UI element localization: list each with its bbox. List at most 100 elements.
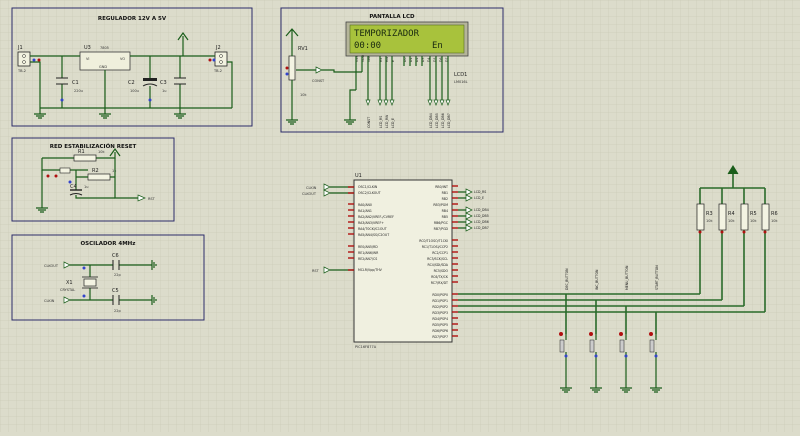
rv1-potentiometer[interactable] [288,55,296,81]
j1-label: J1 [17,45,23,51]
x1-type: CRYSTAL [60,288,75,292]
r3-resistor[interactable] [696,203,705,231]
c4-label: C4 [70,184,77,190]
svg-text:RD1/PSP1: RD1/PSP1 [432,299,448,303]
svg-text:RD2/PSP2: RD2/PSP2 [432,305,448,309]
u1-part: PIC16F877A [355,345,377,349]
svg-text:RD7/PSP7: RD7/PSP7 [432,335,448,339]
r6-resistor[interactable] [761,203,770,231]
lcd1-label: LCD1 [454,72,467,78]
c2-label: C2 [128,80,135,86]
u3-gnd: GND [99,65,107,69]
u3-vi: VI [86,57,89,61]
r3-value: 10k [706,219,713,223]
u1-chip[interactable] [353,179,453,343]
regulator-section: REGULADOR 12V A 5V J1 TB-2 U3 7805 VI VO… [11,7,253,127]
lcd-section: PANTALLA LCD TEMPORIZADOR 00:00 En LCD1 … [280,7,504,133]
x1-crystal[interactable] [83,278,97,287]
button-start[interactable] [649,332,662,393]
svg-text:RB5: RB5 [442,215,448,219]
svg-text:D2: D2 [415,58,419,62]
r5-label: R5 [750,211,757,217]
net-inc-button: INC_BUTTON [595,269,599,290]
svg-text:RC5/SDO: RC5/SDO [434,269,449,273]
svg-text:RC7/RX/DT: RC7/RX/DT [431,281,448,285]
svg-text:RB6/PGC: RB6/PGC [434,221,449,225]
lcd1-part: LM016L [454,80,468,84]
net-dec-button: DEC_BUTTON [565,268,569,290]
c1-label: C1 [72,80,79,86]
c2-capacitor[interactable] [143,78,157,81]
r4-label: R4 [728,211,735,217]
j2-connector[interactable] [214,51,228,67]
svg-text:RC0/T1OSO/T1CKI: RC0/T1OSO/T1CKI [419,239,448,243]
r2-resistor[interactable] [87,173,111,181]
svg-text:RD4/PSP4: RD4/PSP4 [432,317,448,321]
svg-text:RD6/PSP6: RD6/PSP6 [432,329,448,333]
u1-label: U1 [355,173,362,179]
net-lcd-e: LCD_E [391,118,395,128]
svg-text:VEE: VEE [367,56,371,62]
r4-value: 10k [728,219,735,223]
lcd-line2-right: En [432,41,443,51]
j1-connector[interactable] [17,51,31,67]
mcu-net-db4: LCD_DB4 [474,208,489,212]
svg-text:RA2/AN2/VREF-/CVREF: RA2/AN2/VREF-/CVREF [358,215,394,219]
button-dec[interactable] [559,332,572,393]
c5-label: C5 [112,288,119,294]
mcu-net-db7: LCD_DB7 [474,226,489,230]
c1-value: 220u [74,89,83,93]
svg-text:VDD: VDD [361,54,365,62]
svg-text:MCLR/Vpp/THV: MCLR/Vpp/THV [358,268,383,272]
svg-text:RC1/T1OSI/CCP2: RC1/T1OSI/CCP2 [422,245,448,249]
mcu-clkout-net: CLKOUT [302,192,317,196]
svg-text:RA0/AN0: RA0/AN0 [358,203,372,207]
svg-text:RB2: RB2 [442,197,448,201]
c3-label: C3 [160,80,167,86]
c6-value: 22p [114,273,121,277]
svg-text:RS: RS [379,58,383,62]
r5-resistor[interactable] [740,203,749,231]
svg-text:RB7/PGD: RB7/PGD [434,227,449,231]
svg-text:D7: D7 [445,58,449,62]
svg-text:RW: RW [385,56,389,62]
svg-text:D5: D5 [433,58,437,62]
svg-text:E: E [391,60,395,62]
svg-text:D1: D1 [409,58,413,62]
r5-value: 10k [750,219,757,223]
svg-text:RB1: RB1 [442,191,448,195]
svg-text:RA5/AN4/SS/C2OUT: RA5/AN4/SS/C2OUT [358,233,389,237]
button-inc[interactable] [589,332,602,393]
svg-text:RB0/INT: RB0/INT [435,185,448,189]
r4-resistor[interactable] [718,203,727,231]
rv1-net: CONST [312,79,325,83]
net-lcd-db7: LCD_DB7 [447,113,451,128]
svg-text:RA1/AN1: RA1/AN1 [358,209,372,213]
net-lcd-db5: LCD_DB5 [435,113,439,128]
net-lcd-db6: LCD_DB6 [441,113,445,128]
lcd-line1: TEMPORIZADOR [354,29,420,39]
svg-text:D3: D3 [421,58,425,62]
button-menu[interactable] [619,332,632,393]
reset-rst-net: RST [148,197,156,201]
mcu-clkin-net: CLKIN [306,186,317,190]
net-const: CONST [367,117,371,128]
svg-text:RC3/SCK/SCL: RC3/SCK/SCL [427,257,448,261]
svg-text:D6: D6 [439,58,443,62]
osc-clkin: CLKIN [44,299,55,303]
r2-label: R2 [92,168,99,174]
j1-type: TB-2 [17,69,26,73]
r6-value: 10k [771,219,778,223]
c3-value: 1u [162,89,166,93]
osc-clkout: CLKOUT [44,264,59,268]
c2-value: 100u [130,89,139,93]
r1-resistor[interactable] [73,154,97,162]
lcd-screen [349,24,465,54]
lcd-line2-left: 00:00 [354,41,381,51]
svg-text:RC4/SDI/SDA: RC4/SDI/SDA [428,263,449,267]
net-menu-button: MENU_BUTTON [625,265,629,290]
mcu-net-e: LCD_E [474,196,484,200]
r3-label: R3 [706,211,713,217]
mcu-net-db5: LCD_DB5 [474,214,489,218]
